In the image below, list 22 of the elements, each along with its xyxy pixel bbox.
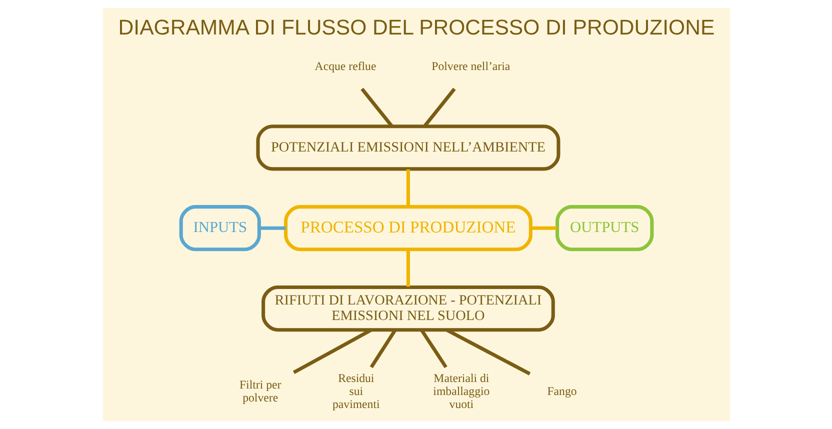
connector xyxy=(530,226,556,230)
connector xyxy=(406,169,410,206)
node-box: RIFIUTI DI LAVORAZIONE - POTENZIALI EMISSIONI NEL SUOLO xyxy=(261,285,554,332)
connector xyxy=(406,250,410,287)
node-text: Polvere nell’aria xyxy=(431,59,510,74)
connector xyxy=(360,88,393,127)
node-text: Residui sui pavimenti xyxy=(332,370,380,411)
node-box: POTENZIALI EMISSIONI NELL’AMBIENTE xyxy=(256,124,560,171)
diagram-title: DIAGRAMMA DI FLUSSO DEL PROCESSO DI PRODUZIONE xyxy=(118,16,714,40)
connector xyxy=(420,329,447,368)
connector xyxy=(369,329,396,368)
connector xyxy=(422,88,456,127)
node-text: Materiali di imballaggio vuoti xyxy=(432,370,490,411)
connector xyxy=(445,328,530,376)
connector xyxy=(292,328,372,374)
node-box: PROCESSO DI PRODUZIONE xyxy=(284,205,532,252)
node-box: INPUTS xyxy=(178,205,260,252)
node-text: Fango xyxy=(546,384,576,398)
connector xyxy=(258,226,286,230)
node-text: Filtri per polvere xyxy=(238,377,281,404)
node-text: Acque reflue xyxy=(314,59,376,74)
node-box: OUTPUTS xyxy=(555,205,654,252)
